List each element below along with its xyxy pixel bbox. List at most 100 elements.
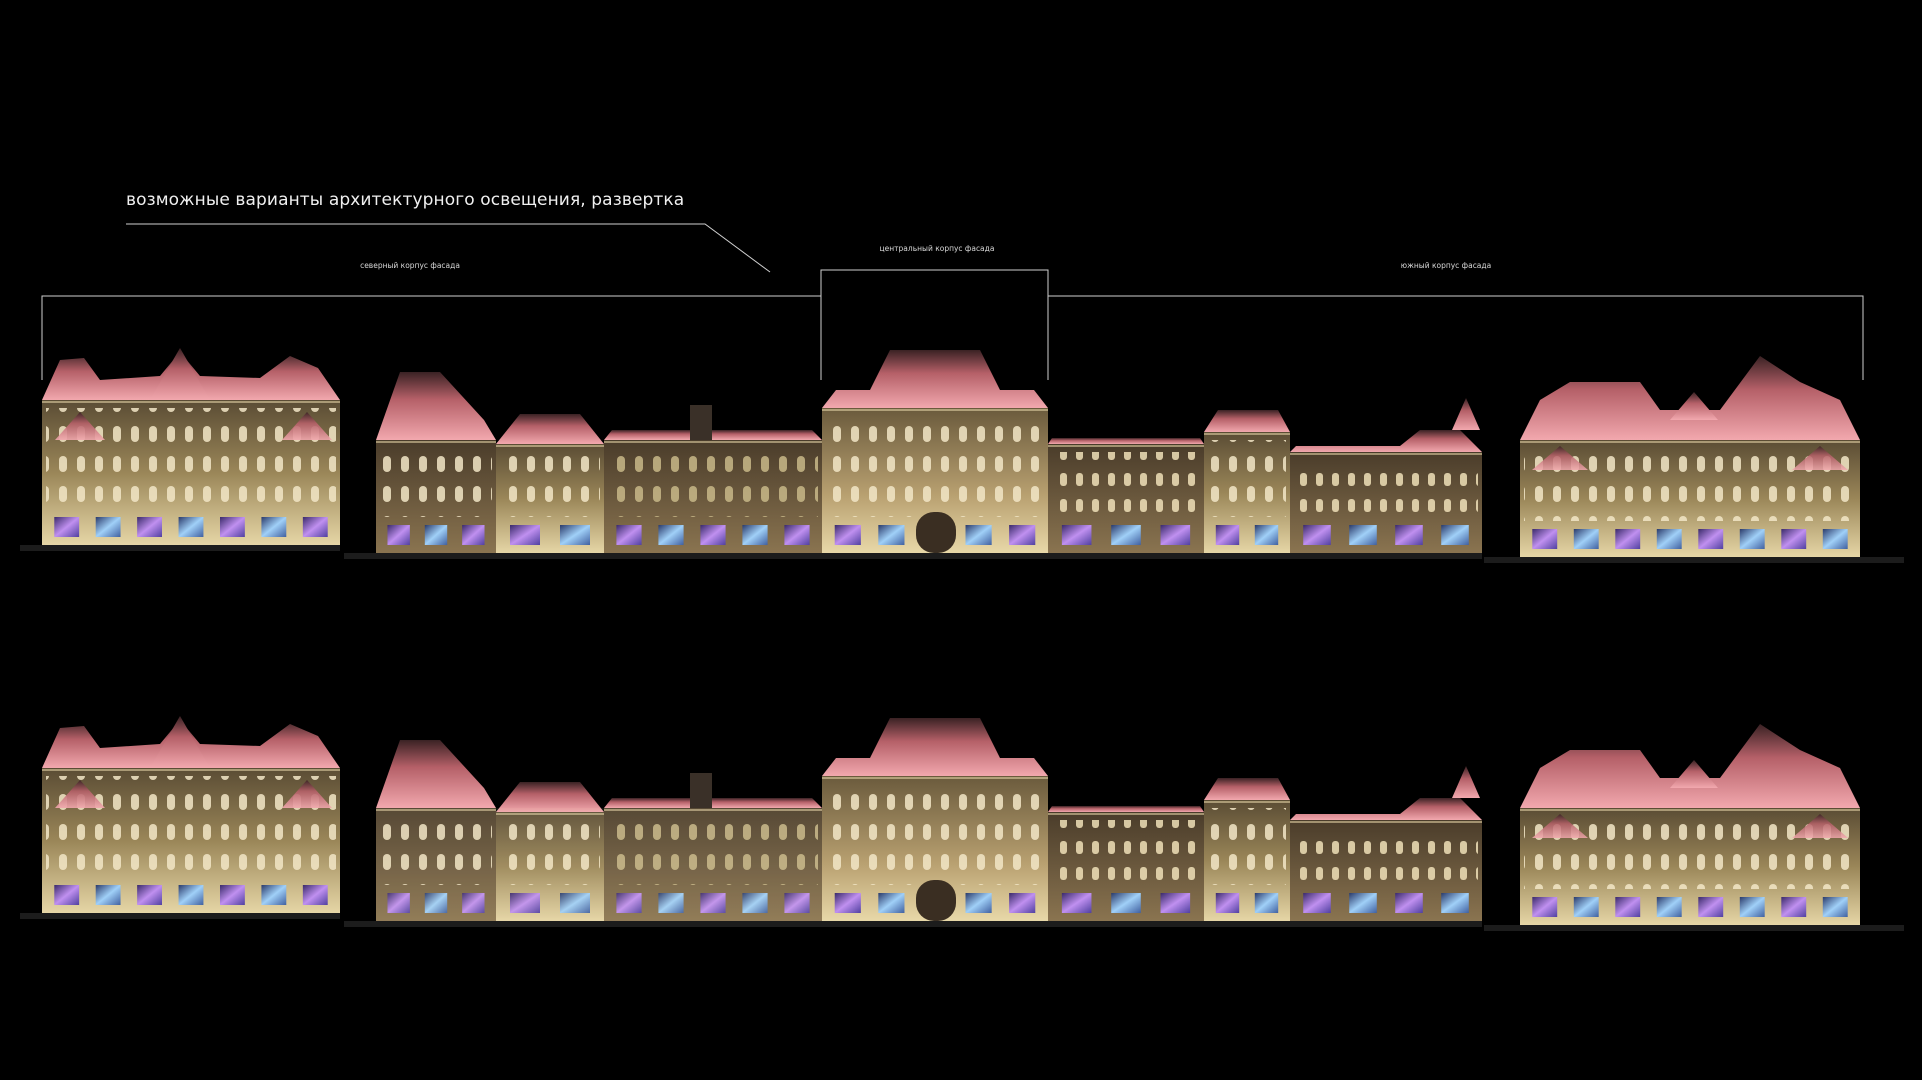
south-wing-a-shopfront bbox=[1160, 525, 1191, 545]
south-wing-c-roof bbox=[1290, 798, 1482, 820]
south-block-windows bbox=[1524, 448, 1856, 521]
north-wing-c-shopfront bbox=[742, 893, 768, 913]
central-pavilion-shopfront bbox=[834, 893, 861, 913]
south-wing-c-roof bbox=[1290, 430, 1482, 452]
central-pavilion bbox=[822, 718, 1048, 921]
north-wing-b-roof bbox=[496, 782, 604, 812]
south-wing-c-shopfront bbox=[1349, 525, 1377, 545]
north-block-shopfront bbox=[261, 517, 287, 537]
south-wing-a-windows bbox=[1052, 820, 1200, 885]
north-block-windows bbox=[46, 776, 336, 877]
south-wing-b-windows bbox=[1208, 440, 1286, 517]
south-gable-right bbox=[1792, 446, 1848, 470]
north-wing-a bbox=[376, 740, 496, 921]
north-wing-c-shopfront bbox=[658, 525, 684, 545]
south-block-shopfront bbox=[1781, 529, 1807, 549]
north-wing-b-windows bbox=[500, 820, 600, 885]
central-pavilion-shopfront bbox=[965, 893, 992, 913]
south-block-shopfront bbox=[1739, 897, 1765, 917]
north-wing-a-shopfront bbox=[462, 893, 485, 913]
north-wing-a bbox=[376, 372, 496, 553]
central-pavilion bbox=[822, 350, 1048, 553]
north-wing-c-shopfront bbox=[784, 893, 810, 913]
south-block-shopfront bbox=[1573, 529, 1599, 549]
south-wing-a-roof bbox=[1048, 438, 1204, 444]
south-block-shopfront bbox=[1573, 897, 1599, 917]
south-block-shopfront bbox=[1822, 897, 1848, 917]
ground-main bbox=[344, 921, 1482, 927]
south-block-roof bbox=[1520, 724, 1860, 808]
south-wing-c-shopfront bbox=[1395, 525, 1423, 545]
south-block-shopfront bbox=[1781, 897, 1807, 917]
caption-leader-line bbox=[126, 223, 771, 273]
north-wing-a-windows bbox=[380, 448, 492, 517]
north-wing-c-shopfront bbox=[742, 525, 768, 545]
north-block-shopfront bbox=[178, 885, 204, 905]
south-wing-c-shopfront bbox=[1395, 893, 1423, 913]
north-wing-a-shopfront bbox=[387, 893, 410, 913]
north-chimney-tower bbox=[690, 405, 712, 440]
north-wing-b-windows bbox=[500, 452, 600, 517]
south-wing-c-windows bbox=[1294, 828, 1478, 885]
label-south-wing: южный корпус фасада bbox=[1400, 261, 1492, 270]
section-brackets bbox=[41, 223, 1864, 380]
south-wing-a-shopfront bbox=[1111, 525, 1141, 545]
south-block-shopfront bbox=[1698, 529, 1724, 549]
south-wing-a bbox=[1048, 806, 1204, 921]
south-wing-a bbox=[1048, 438, 1204, 553]
south-block-shopfront bbox=[1739, 529, 1765, 549]
south-gable-center bbox=[1670, 392, 1718, 420]
south-block-shopfront bbox=[1615, 529, 1641, 549]
ground-south bbox=[1484, 925, 1904, 931]
south-block-windows bbox=[1524, 816, 1856, 889]
north-wing-c-roof bbox=[604, 430, 822, 440]
south-gable-left bbox=[1532, 446, 1588, 470]
north-block-shopfront bbox=[137, 885, 162, 905]
north-wing-a-windows bbox=[380, 816, 492, 885]
south-block-shopfront bbox=[1698, 897, 1724, 917]
ground-north bbox=[20, 913, 340, 919]
south-wing-b-windows bbox=[1208, 808, 1286, 885]
north-wing-c-shopfront bbox=[700, 893, 726, 913]
south-wing-a-windows bbox=[1052, 452, 1200, 517]
north-wing-c bbox=[604, 430, 822, 553]
north-block-shopfront bbox=[220, 885, 245, 905]
north-block-shopfront bbox=[95, 517, 121, 537]
north-wing-c-shopfront bbox=[784, 525, 810, 545]
north-block-shopfront bbox=[54, 517, 80, 537]
south-wing-c-shopfront bbox=[1441, 525, 1469, 545]
north-wing-c-windows bbox=[608, 816, 818, 885]
ground-south bbox=[1484, 557, 1904, 563]
elevation-variant-2 bbox=[20, 716, 1904, 931]
north-wing-b bbox=[496, 782, 604, 921]
central-pavilion-shopfront bbox=[834, 525, 861, 545]
south-wing-c-shopfront bbox=[1303, 525, 1331, 545]
south-wing-c bbox=[1290, 798, 1482, 921]
sheet-title: возможные варианты архитектурного освеще… bbox=[126, 190, 685, 210]
south-wing-a-roof bbox=[1048, 806, 1204, 812]
north-wing-a-shopfront bbox=[387, 525, 410, 545]
south-wing-a-shopfront bbox=[1160, 893, 1191, 913]
north-gable-right bbox=[282, 412, 332, 440]
south-wing-c-shopfront bbox=[1303, 893, 1331, 913]
central-pavilion-windows bbox=[826, 784, 1044, 885]
south-block-shopfront bbox=[1656, 529, 1682, 549]
central-pavilion-shopfront bbox=[878, 893, 905, 913]
south-wing-a-shopfront bbox=[1111, 893, 1141, 913]
north-wing-c-shopfront bbox=[658, 893, 684, 913]
south-block-roof bbox=[1520, 356, 1860, 440]
north-wing-b-shopfront bbox=[510, 893, 540, 913]
central-pavilion-roof bbox=[822, 718, 1048, 776]
north-wing-a-roof bbox=[376, 372, 496, 440]
north-block-shopfront bbox=[302, 885, 328, 905]
north-wing-a-shopfront bbox=[462, 525, 485, 545]
north-gable-right bbox=[282, 780, 332, 808]
central-pavilion-shopfront bbox=[878, 525, 905, 545]
north-block-shopfront bbox=[54, 885, 80, 905]
south-wing-a-shopfront bbox=[1061, 525, 1092, 545]
north-block-windows bbox=[46, 408, 336, 509]
north-wing-b-shopfront bbox=[560, 525, 590, 545]
south-wing-b-shopfront bbox=[1254, 525, 1279, 545]
bracket-north bbox=[41, 295, 822, 380]
